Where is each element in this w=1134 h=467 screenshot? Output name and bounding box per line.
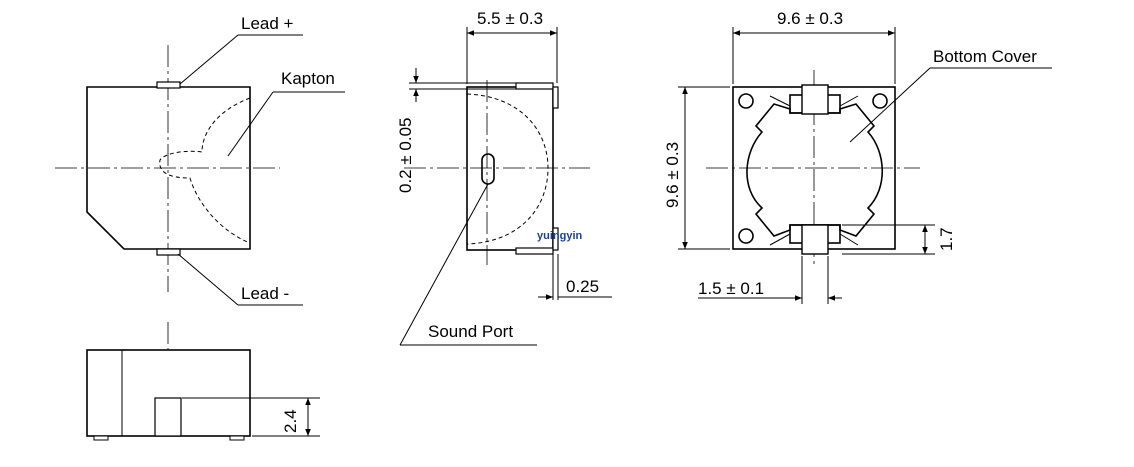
lead-plus-label: Lead + <box>241 14 294 33</box>
watermark: yuingyin <box>537 230 583 242</box>
bottom-cover-outline <box>746 103 884 237</box>
dim-pad-width: 1.5 ± 0.1 <box>698 279 764 298</box>
pad-top <box>801 84 829 115</box>
mount-hole-tl <box>738 93 754 109</box>
mount-hole-bl <box>738 228 754 244</box>
side-lead <box>154 397 182 437</box>
dim-side-width: 5.5 ± 0.3 <box>477 9 543 28</box>
middle-lead-top <box>515 82 554 90</box>
kapton-outline <box>159 97 251 244</box>
middle-lead-right <box>552 86 559 109</box>
dim-side-offset: 0.2 ± 0.05 <box>396 118 415 194</box>
cover-chamfer-br <box>839 233 859 246</box>
lead-minus-tab <box>156 248 181 256</box>
middle-lead-bottom <box>515 247 554 255</box>
dim-bottom-width: 9.6 ± 0.3 <box>777 9 843 28</box>
middle-view-body <box>466 86 554 251</box>
lead-minus-label: Lead - <box>241 284 289 303</box>
bottom-view: 9.6 ± 0.3 9.6 ± 0.3 1.7 1.5 ± 0.1 Bottom… <box>663 9 1052 304</box>
cover-chamfer-tl <box>769 95 791 107</box>
bottom-cover-label: Bottom Cover <box>933 47 1037 66</box>
sound-port-slot <box>481 153 495 185</box>
top-view-body <box>86 86 251 250</box>
sound-port-label: Sound Port <box>428 322 513 341</box>
top-view: Lead + Kapton Lead - <box>55 14 345 306</box>
side-foot-right <box>229 435 245 441</box>
side-view: 2.4 <box>86 322 320 441</box>
kapton-label: Kapton <box>281 69 335 88</box>
cover-chamfer-tr <box>839 95 859 107</box>
dim-pad-height: 1.7 <box>937 227 956 251</box>
cover-chamfer-bl <box>769 233 791 246</box>
middle-lead-right-b <box>552 227 559 251</box>
mount-hole-tr <box>872 93 888 109</box>
pad-bottom <box>801 224 829 255</box>
middle-cavity <box>466 93 549 245</box>
dim-lead-thickness: 0.25 <box>566 277 599 296</box>
lead-plus-tab <box>156 81 181 89</box>
middle-view: 5.5 ± 0.3 0.2 ± 0.05 0.25 Sound Port yui… <box>396 9 612 346</box>
dim-body-height: 2.4 <box>281 409 300 433</box>
dim-bottom-height: 9.6 ± 0.3 <box>663 142 682 208</box>
side-foot-left <box>93 435 109 441</box>
